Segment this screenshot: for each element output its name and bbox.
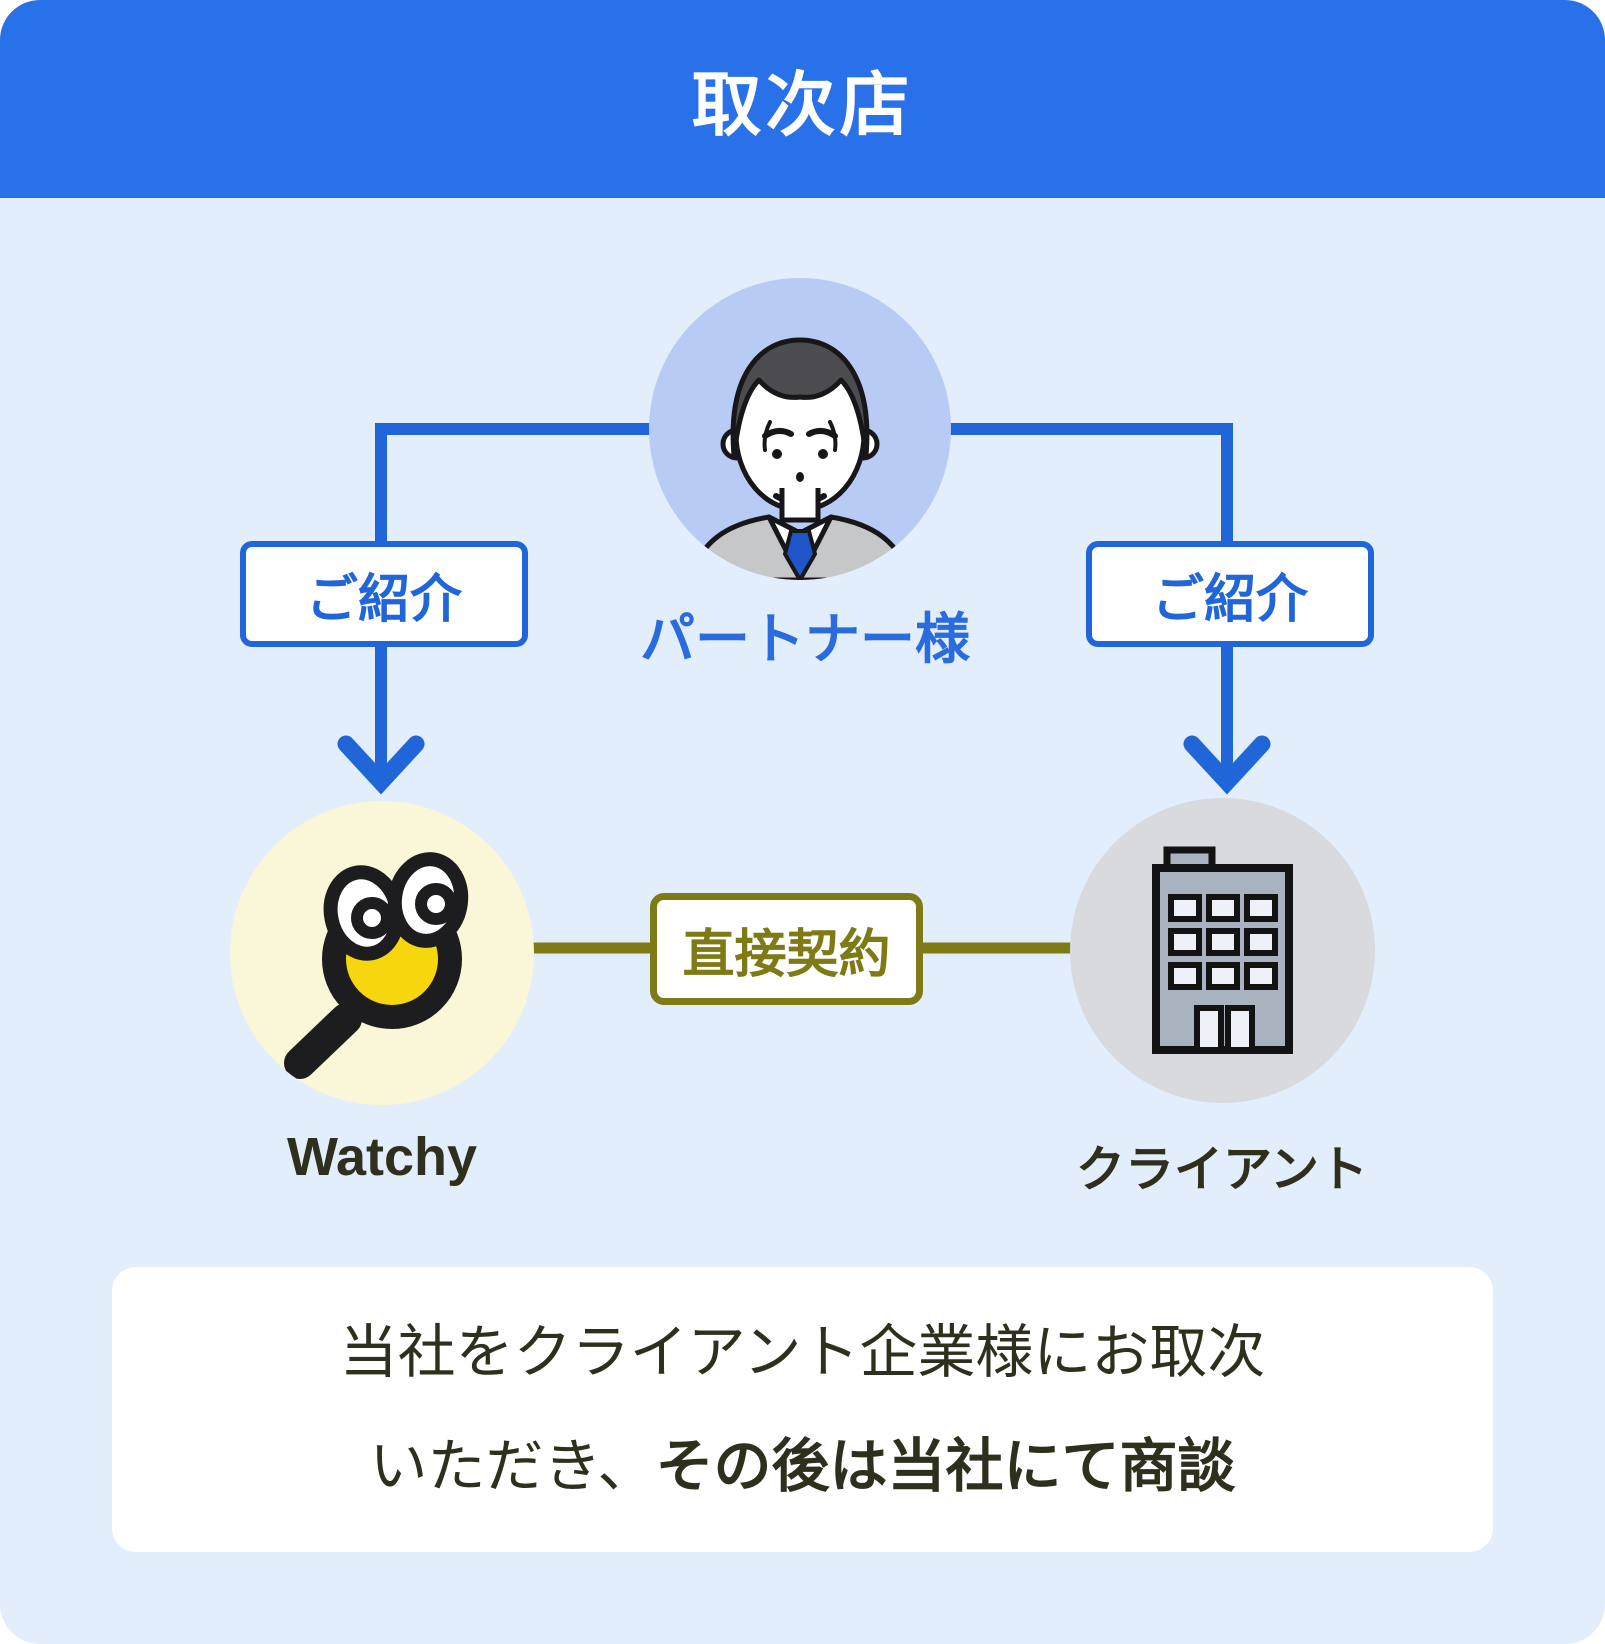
page-title: 取次店 — [691, 65, 914, 144]
arrow-down-right-icon — [1183, 735, 1271, 795]
referral-box-left: ご紹介 — [240, 541, 528, 647]
watchy-label: Watchy — [286, 1127, 478, 1187]
watchy-mascot-icon — [284, 852, 469, 1079]
note-line-1: 当社をクライアント企業様にお取次 — [339, 1319, 1266, 1385]
client-badge — [1070, 798, 1375, 1103]
watchy-logo-badge — [230, 801, 534, 1105]
client-label: クライアント — [1075, 1143, 1369, 1197]
direct-contract-label: 直接契約 — [682, 925, 891, 984]
referral-right-label: ご紹介 — [1151, 570, 1308, 629]
referral-box-right: ご紹介 — [1086, 541, 1374, 647]
note-line-2-bold: その後は当社にて商談 — [655, 1433, 1236, 1499]
partner-label: パートナー様 — [639, 608, 970, 670]
note-line-2: いただき、その後は当社にて商談 — [370, 1410, 1236, 1524]
person-icon — [688, 337, 912, 580]
note-box: 当社をクライアント企業様にお取次 いただき、その後は当社にて商談 — [112, 1267, 1493, 1552]
office-building-icon — [1152, 846, 1293, 1054]
note-line-2-regular: いただき、 — [369, 1433, 656, 1499]
header-bar: 取次店 — [0, 0, 1605, 198]
arrow-down-left-icon — [337, 735, 425, 795]
referral-left-label: ご紹介 — [305, 570, 462, 629]
direct-contract-box: 直接契約 — [650, 893, 923, 1005]
partner-avatar — [649, 278, 951, 580]
